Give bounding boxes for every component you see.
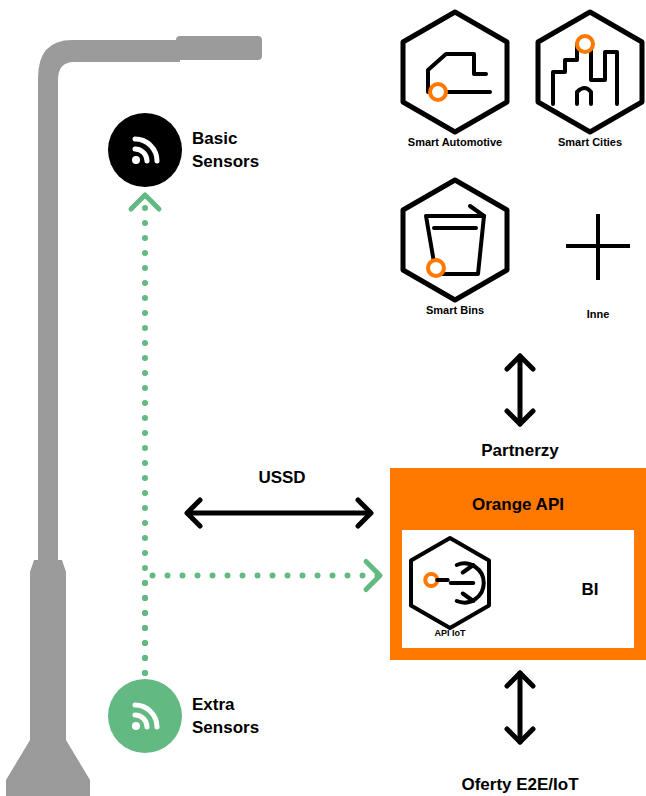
icon-stroke — [446, 90, 490, 94]
dotted-connector — [145, 562, 380, 673]
sensor-icon — [108, 113, 182, 187]
hexagon-node: API IoT — [400, 534, 500, 638]
wifi-dot — [132, 722, 140, 730]
hexagon-shape — [530, 8, 646, 136]
connector-line — [142, 195, 148, 673]
arrow-head — [507, 673, 533, 686]
offers-arrow — [507, 673, 533, 742]
hexagon-label: Smart Bins — [390, 304, 520, 316]
car-icon — [428, 54, 490, 100]
arrow-head — [366, 562, 380, 590]
hexagon-outline — [403, 12, 507, 132]
sensor-icon — [108, 679, 182, 753]
arrow-head — [507, 411, 533, 424]
box-text: BI — [560, 580, 620, 600]
sensor-node: Extra Sensors — [108, 679, 282, 753]
hexagon-node: Smart Bins — [390, 176, 520, 316]
arrow-head — [187, 500, 200, 526]
hexagon-node: Smart Automotive — [385, 8, 525, 148]
plus-icon — [566, 214, 630, 280]
orange-dot — [428, 260, 444, 276]
hexagon-outline — [538, 12, 642, 132]
sensor-circle — [108, 679, 182, 753]
arrow-head — [507, 729, 533, 742]
diagram-label: Inne — [587, 308, 610, 320]
dotted-connector — [131, 195, 159, 673]
wifi-dot — [132, 156, 140, 164]
street-lamp — [6, 36, 262, 796]
arrow-line — [518, 673, 523, 742]
wrench-icon — [425, 564, 484, 603]
icon-stroke — [451, 581, 474, 585]
hexagon-outline — [403, 180, 507, 300]
arrow-line — [518, 356, 523, 424]
icon-stroke — [470, 206, 484, 216]
icon-stroke — [577, 88, 591, 104]
city-icon — [553, 36, 617, 104]
hexagon-shape — [400, 534, 500, 632]
arrow-head — [507, 356, 533, 369]
box-heading: Orange API — [390, 495, 646, 515]
icon-stroke — [434, 226, 476, 230]
hexagon-shape — [390, 176, 520, 304]
arrow-line — [188, 511, 370, 516]
plus-stroke — [566, 244, 630, 248]
sensor-label: Extra Sensors — [192, 693, 282, 739]
hexagon-label: Smart Cities — [530, 136, 646, 148]
hexagon-label: Smart Automotive — [385, 136, 525, 148]
arrow-head — [358, 500, 371, 526]
ussd-arrow — [187, 500, 371, 526]
icon-stroke — [463, 565, 474, 601]
arrow-head — [131, 195, 159, 209]
sensor-node: Basic Sensors — [108, 113, 282, 187]
diagram-label: USSD — [258, 468, 305, 488]
connector-line — [145, 576, 380, 673]
lamp-foot — [6, 740, 90, 796]
sensor-circle — [108, 113, 182, 187]
hexagon-label: API IoT — [400, 628, 500, 638]
hexagon-shape — [385, 8, 525, 136]
diagram-label: Oferty E2E/IoT — [461, 775, 578, 795]
lamp-head — [176, 36, 262, 60]
orange-dot — [430, 84, 446, 100]
sensor-label: Basic Sensors — [192, 127, 282, 173]
orange-dot — [577, 36, 593, 52]
hexagon-outline — [411, 538, 489, 628]
bin-icon — [426, 206, 484, 276]
icon-stroke — [437, 578, 448, 582]
api-box: Orange API BI API IoT — [390, 468, 646, 660]
partners-arrow — [507, 356, 533, 424]
diagram-label: Partnerzy — [481, 441, 558, 461]
lamp-base — [30, 560, 66, 742]
hexagon-node: Smart Cities — [530, 8, 646, 148]
